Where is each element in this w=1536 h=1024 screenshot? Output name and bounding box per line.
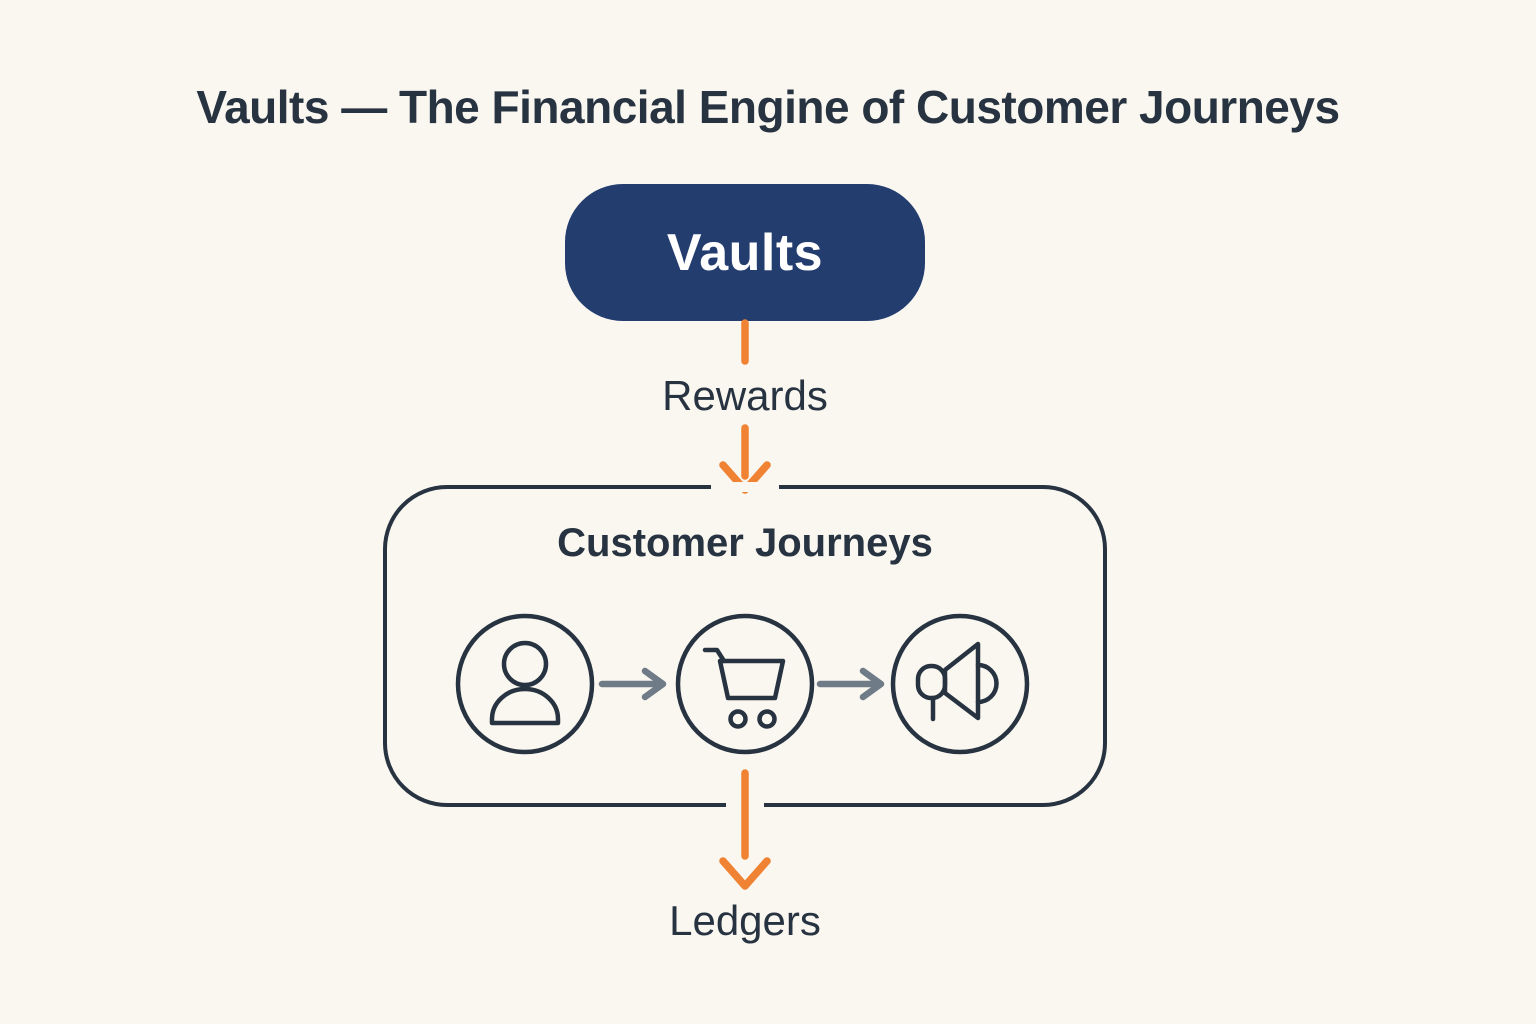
person-icon — [489, 640, 561, 726]
customer-step — [455, 613, 595, 755]
rewards-edge-label: Rewards — [662, 372, 828, 419]
page-title: Vaults — The Financial Engine of Custome… — [196, 81, 1340, 133]
vaults-node-label: Vaults — [666, 223, 824, 282]
purchase-step-circle — [675, 613, 815, 755]
customer-journeys-box-title: Customer Journeys — [557, 521, 933, 565]
ledgers-arrow — [719, 769, 771, 890]
ledgers-edge-label: Ledgers — [669, 897, 821, 944]
promotion-step — [890, 613, 1030, 755]
megaphone-icon — [915, 641, 999, 722]
step-arrow-2 — [816, 667, 885, 701]
promotion-step-circle — [890, 613, 1030, 755]
customer-step-circle — [455, 613, 595, 755]
ledgers-arrowhead — [719, 857, 771, 890]
purchase-step — [675, 613, 815, 755]
vaults-node-shape — [565, 184, 925, 321]
step-arrow-1 — [598, 667, 667, 701]
shopping-cart-icon — [702, 647, 786, 729]
